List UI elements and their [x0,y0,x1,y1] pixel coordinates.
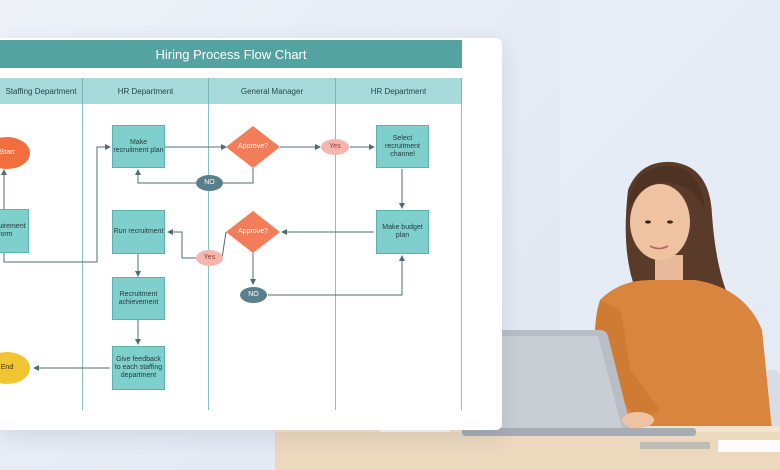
recruitment-achievement-node: Recruitment achievement [112,277,165,320]
decision-approve-1: Approve? [238,143,268,150]
run-recruitment-node: Run recruitment [112,210,165,254]
lane-header-staffing: Staffing Department [0,78,83,104]
arrow-approve2-to-yes [221,231,227,259]
arrow-no-to-budget [268,255,405,296]
chart-title: Hiring Process Flow Chart [0,40,462,68]
decision-approve-2: Approve? [238,228,268,235]
yes-badge-1: Yes [321,139,349,155]
lane-header-hr-1: HR Department [83,78,209,104]
arrow-approve1-to-no [223,168,254,184]
make-recruitment-plan-node: Make recruitment plan [112,125,165,168]
arrow-form-to-plan [3,144,111,263]
yes-badge-2: Yes [196,250,223,266]
select-recruitment-channel-node: Select recruitment channel [376,125,429,168]
lane-general-manager [209,104,336,410]
lane-header-general-manager: General Manager [209,78,336,104]
arrow-yes-to-run [167,229,196,259]
decision-approve-2-shape [226,211,280,253]
give-feedback-node: Give feedback to each staffing departmen… [112,346,165,390]
no-badge-1: NO [196,175,223,191]
decision-approve-1-shape [226,126,280,168]
make-budget-plan-node: Make budget plan [376,210,429,254]
no-badge-2: NO [240,287,267,303]
requirement-form-node: Requirement form [0,209,29,253]
lane-header-hr-2: HR Department [336,78,462,104]
arrow-no-to-plan [135,169,196,184]
